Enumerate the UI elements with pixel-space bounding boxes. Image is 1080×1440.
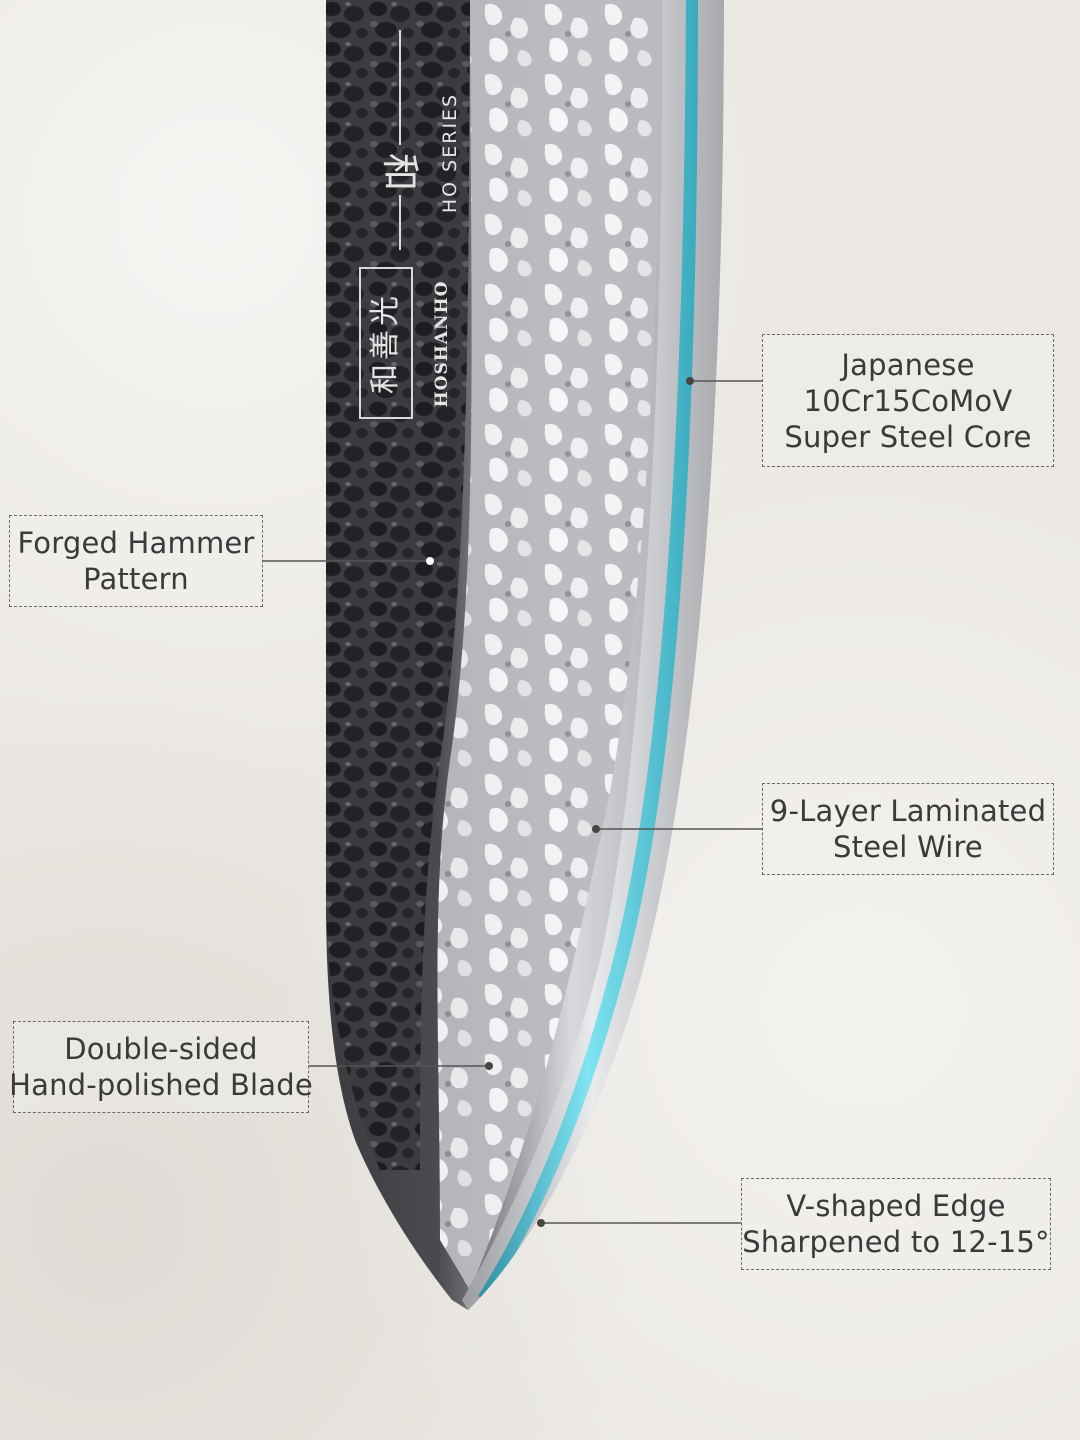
callout-edge-line-2: Sharpened to 12-15° [742, 1225, 1050, 1259]
callout-laminated-wire-line-1: 9-Layer Laminated [769, 794, 1047, 828]
callout-steel-core-line-3: Super Steel Core [784, 419, 1032, 454]
leader-lines [263, 377, 762, 1227]
callout-steel-core-line-2: 10Cr15CoMoV [803, 383, 1013, 418]
callout-steel-core: Japanese 10Cr15CoMoV Super Steel Core [762, 334, 1054, 467]
kanji-mark: 和 [378, 152, 422, 191]
callout-hammer-pattern: Forged Hammer Pattern [9, 515, 263, 607]
brand-name: HOSHANHO [432, 280, 452, 408]
callout-polished-blade-line-1: Double-sided [64, 1032, 258, 1066]
callout-polished-blade-line-2: Hand-polished Blade [9, 1068, 313, 1102]
callout-hammer-pattern-line-2: Pattern [83, 562, 189, 596]
seal-stamp: 和善光 [368, 292, 403, 394]
callout-edge: V-shaped Edge Sharpened to 12-15° [741, 1178, 1051, 1270]
blade-engraving [359, 30, 413, 419]
callout-polished-blade: Double-sided Hand-polished Blade [9, 1021, 313, 1113]
callout-hammer-pattern-line-1: Forged Hammer [17, 526, 255, 560]
callout-edge-line-1: V-shaped Edge [786, 1189, 1006, 1223]
callout-laminated-wire: 9-Layer Laminated Steel Wire [762, 783, 1054, 875]
callout-steel-core-line-1: Japanese [841, 347, 975, 382]
series-label: HO SERIES [439, 92, 461, 214]
callout-laminated-wire-line-2: Steel Wire [833, 830, 983, 864]
